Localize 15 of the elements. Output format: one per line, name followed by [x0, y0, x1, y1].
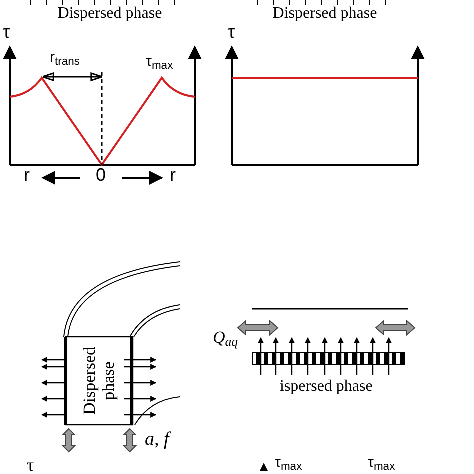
axis-label: τ [3, 23, 10, 41]
peak-label: τ$_{max}$ [368, 455, 396, 470]
axis-label: r [170, 166, 176, 184]
dimension-label: r$_{trans}$ [50, 50, 80, 65]
axis-label: τ [228, 23, 236, 41]
origin-label: 0 [96, 166, 106, 184]
peak-label: τ$_{max}$ [146, 54, 174, 69]
phase-label: Dispersed phase [80, 346, 118, 417]
axis-label: r [24, 166, 30, 184]
peak-label: τ$_{max}$ [275, 455, 302, 470]
phase-label: Dispersed phase [56, 6, 164, 22]
phase-label: Dispersed phase [272, 6, 378, 22]
phase-label: ispersed phase [280, 379, 373, 395]
parameter-label: a, f [145, 430, 170, 449]
axis-label: τ [27, 456, 34, 474]
